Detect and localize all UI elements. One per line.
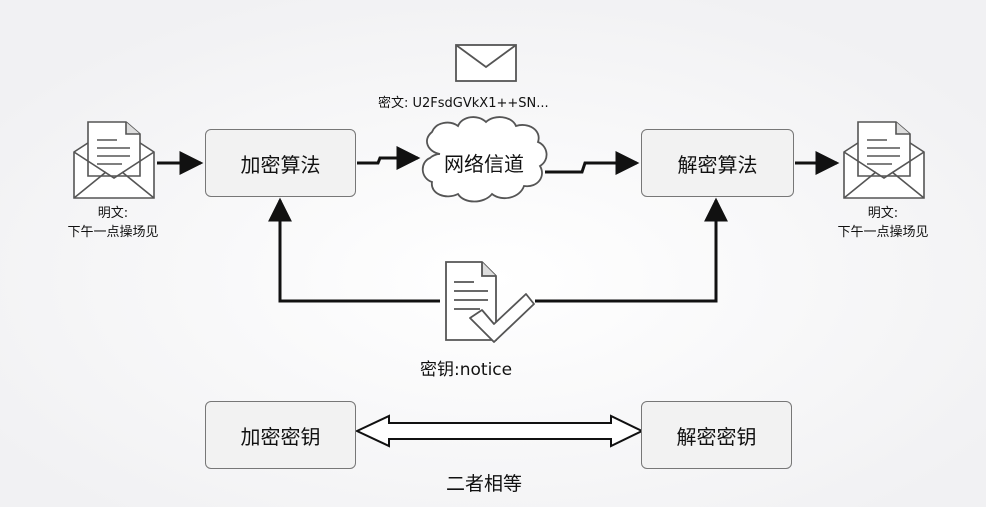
- ciphertext-label: 密文: U2FsdGVkX1++SN...: [378, 96, 549, 111]
- encrypt-algorithm-box: 加密算法: [205, 129, 356, 197]
- arrow-key-to-encrypt: [268, 197, 440, 303]
- envelope-document-icon: [843, 121, 925, 199]
- arrow-key-to-decrypt: [535, 197, 728, 303]
- decryption-key-box: 解密密钥: [641, 401, 792, 469]
- plaintext-left: 明文: 下午一点操场见: [48, 204, 178, 242]
- cloud-icon: [421, 116, 548, 203]
- equal-label: 二者相等: [446, 473, 523, 495]
- network-channel-label: 网络信道: [444, 152, 524, 176]
- encryption-key-box: 加密密钥: [205, 401, 356, 469]
- envelope-document-icon: [73, 121, 155, 199]
- plaintext-left-label: 明文:: [97, 206, 129, 221]
- double-arrow-icon: [354, 414, 645, 448]
- arrow-channel-to-decrypt: [545, 151, 640, 175]
- key-label: 密钥:notice: [420, 360, 513, 380]
- envelope-icon: [455, 44, 517, 82]
- plaintext-right: 明文: 下午一点操场见: [818, 204, 948, 242]
- arrow-encrypt-to-channel: [357, 146, 421, 170]
- decrypt-algorithm-box: 解密算法: [641, 129, 794, 197]
- plaintext-right-value: 下午一点操场见: [837, 225, 929, 240]
- plaintext-right-label: 明文:: [867, 206, 899, 221]
- decrypt-algorithm-label: 解密算法: [677, 152, 758, 177]
- encrypt-algorithm-label: 加密算法: [240, 152, 321, 177]
- encryption-key-label: 加密密钥: [240, 424, 321, 449]
- plaintext-left-value: 下午一点操场见: [67, 225, 159, 240]
- decryption-key-label: 解密密钥: [676, 424, 757, 449]
- document-check-icon: [445, 261, 535, 343]
